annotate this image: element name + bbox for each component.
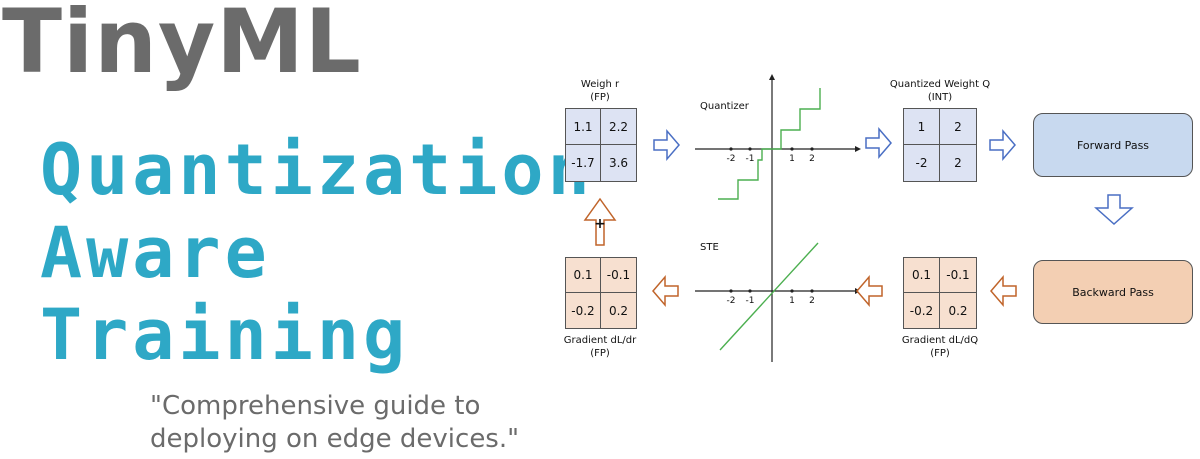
matrix-cell: 2 xyxy=(954,156,962,170)
arrow-up-icon xyxy=(583,197,617,246)
matrix-cell: 1 xyxy=(904,109,940,145)
weight-label: Weigh r xyxy=(580,79,620,90)
matrix-cell: 0.2 xyxy=(948,303,968,318)
brand-title: TinyML xyxy=(2,0,362,93)
qweight-sub: (INT) xyxy=(927,92,953,103)
ste-identity-line xyxy=(719,242,819,351)
arrow-left-icon xyxy=(652,274,679,308)
ste-axes xyxy=(695,220,855,362)
plus-symbol: + xyxy=(594,216,606,232)
matrix-cell: -0.1 xyxy=(601,258,636,293)
matrix-cell: 0.2 xyxy=(608,303,629,318)
quantizer-tick-label: 1 xyxy=(789,154,795,164)
quantizer-staircase-curve xyxy=(718,88,821,200)
quantizer-tick-dots xyxy=(729,147,814,151)
quantizer-y-arrowhead xyxy=(769,74,775,80)
ste-tick-label: 1 xyxy=(789,296,795,306)
grad-q-sub: (FP) xyxy=(930,348,950,359)
matrix-cell: 0.1 xyxy=(566,258,601,293)
matrix-cell: -1.7 xyxy=(566,145,601,181)
title-line-3: Training xyxy=(40,294,410,376)
qweight-label: Quantized Weight Q xyxy=(889,79,991,90)
forward-pass-label: Forward Pass xyxy=(1076,138,1150,152)
quantizer-tick-label: -2 xyxy=(727,154,736,164)
arrow-left-icon xyxy=(856,274,883,308)
quantizer-x-arrowhead xyxy=(855,146,861,152)
qweight-matrix: 1 2 -2 2 xyxy=(903,108,977,182)
matrix-cell: 2.2 xyxy=(601,109,636,145)
matrix-cell: -0.1 xyxy=(940,258,976,293)
title-line-2: Aware xyxy=(40,212,271,294)
arrow-left-icon xyxy=(990,274,1017,308)
backward-pass-label: Backward Pass xyxy=(1072,285,1154,299)
qat-diagram: Weigh r (FP) 1.1 2.2 -1.7 3.6 0.1 -0.1 -… xyxy=(550,60,1200,390)
grad-r-matrix: 0.1 -0.1 -0.2 0.2 xyxy=(565,257,637,329)
ste-tick-label: -2 xyxy=(727,296,736,306)
arrow-down-icon xyxy=(1094,194,1134,226)
grad-q-label: Gradient dL/dQ xyxy=(901,335,979,346)
matrix-cell: 1.1 xyxy=(566,109,601,145)
quote-line-1: "Comprehensive guide to xyxy=(150,391,481,421)
grad-r-label: Gradient dL/dr xyxy=(563,335,637,346)
arrow-right-icon xyxy=(653,128,680,162)
weight-matrix: 1.1 2.2 -1.7 3.6 xyxy=(565,108,637,182)
matrix-cell: 0.1 xyxy=(904,258,940,293)
grad-q-matrix: 0.1 -0.1 -0.2 0.2 xyxy=(903,257,977,329)
quantizer-tick-label: 2 xyxy=(809,154,815,164)
backward-pass-box: Backward Pass xyxy=(1033,260,1193,324)
forward-pass-box: Forward Pass xyxy=(1033,113,1193,177)
weight-sub: (FP) xyxy=(590,92,610,103)
matrix-cell: -0.2 xyxy=(566,293,601,328)
ste-tick-label: -1 xyxy=(746,296,755,306)
arrow-right-icon xyxy=(865,126,892,160)
ste-tick-dots xyxy=(729,289,814,293)
quantizer-label: Quantizer xyxy=(700,101,749,112)
quantizer-tick-label: -1 xyxy=(746,154,755,164)
matrix-cell: 2 xyxy=(940,109,976,145)
quote-line-2: deploying on edge devices." xyxy=(150,424,520,454)
ste-label: STE xyxy=(700,242,719,253)
ste-tick-label: 2 xyxy=(809,296,815,306)
arrow-right-icon xyxy=(989,128,1016,162)
matrix-cell: 3.6 xyxy=(608,156,629,170)
matrix-cell: -2 xyxy=(904,145,940,181)
grad-r-sub: (FP) xyxy=(590,348,610,359)
title-line-1: Quantization xyxy=(40,129,594,211)
matrix-cell: -0.2 xyxy=(904,293,940,328)
diagram-graphics: -2 -1 1 2 -2 -1 1 2 xyxy=(583,74,1134,362)
